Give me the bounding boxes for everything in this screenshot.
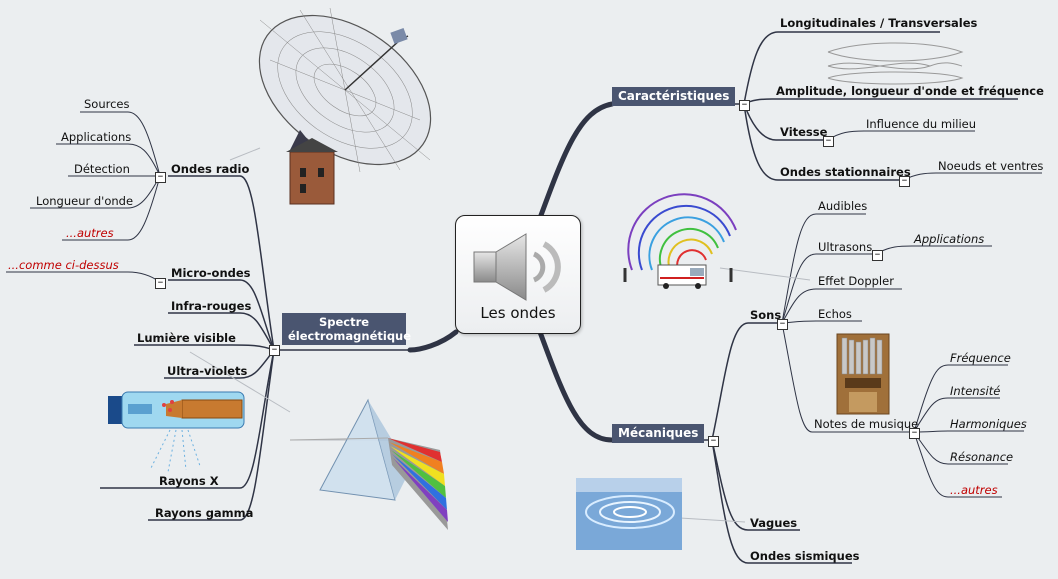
- collapse-toggle[interactable]: −: [155, 278, 166, 289]
- collapse-toggle[interactable]: −: [823, 136, 834, 147]
- branch-mecaniques[interactable]: Mécaniques: [612, 424, 705, 443]
- node-detection[interactable]: Détection: [74, 162, 130, 176]
- line-longitudinales: [743, 31, 940, 105]
- node-autres-notes[interactable]: ...autres: [950, 483, 998, 497]
- node-resonance[interactable]: Résonance: [950, 450, 1014, 464]
- collapse-toggle[interactable]: −: [155, 172, 166, 183]
- organ-image: [836, 333, 890, 415]
- node-sons[interactable]: Sons: [750, 308, 782, 322]
- line-applications-radio: [56, 143, 161, 177]
- node-comme[interactable]: ...comme ci-dessus: [8, 258, 119, 272]
- center-node[interactable]: Les ondes: [455, 215, 581, 334]
- line-infra-rouges: [168, 312, 275, 351]
- line-lumiere: [134, 344, 275, 351]
- branch-spectre[interactable]: Spectre électromagnétique: [282, 313, 411, 345]
- line-sons: [711, 322, 782, 441]
- collapse-toggle[interactable]: −: [708, 436, 719, 447]
- line-notes: [781, 322, 914, 433]
- branch-caracteristiques[interactable]: Caractéristiques: [612, 87, 736, 106]
- node-applications-ultrasons[interactable]: Applications: [914, 232, 985, 246]
- line-echos: [781, 320, 862, 324]
- node-rayons-gamma[interactable]: Rayons gamma: [155, 506, 254, 520]
- line-sources: [80, 111, 161, 177]
- xray-tube-image: [108, 391, 245, 473]
- line-rayons-x: [100, 349, 275, 489]
- collapse-toggle[interactable]: −: [899, 176, 910, 187]
- line-stationnaires: [743, 103, 904, 181]
- line-harmoniques: [913, 430, 1024, 433]
- branch-line-caracteristiques: [537, 101, 615, 221]
- line-intensite: [913, 397, 1000, 433]
- node-noeuds[interactable]: Noeuds et ventres: [938, 159, 1044, 173]
- node-echos[interactable]: Echos: [818, 307, 852, 321]
- branch-line-mecaniques: [537, 329, 615, 443]
- collapse-toggle[interactable]: −: [872, 250, 883, 261]
- line-doppler: [781, 288, 902, 324]
- node-infra-rouges[interactable]: Infra-rouges: [171, 299, 252, 313]
- node-ultrasons[interactable]: Ultrasons: [818, 240, 873, 254]
- node-vagues[interactable]: Vagues: [750, 516, 798, 530]
- node-notes[interactable]: Notes de musique: [814, 417, 919, 431]
- center-title: Les ondes: [480, 304, 556, 322]
- node-micro-ondes[interactable]: Micro-ondes: [171, 266, 251, 280]
- node-rayons-x[interactable]: Rayons X: [159, 474, 219, 488]
- line-comme: [6, 271, 161, 283]
- branch-line-spectre: [407, 329, 459, 353]
- speaker-icon: [473, 233, 561, 301]
- line-applications: [875, 245, 992, 255]
- line-influence: [827, 130, 975, 141]
- collapse-toggle[interactable]: −: [777, 319, 788, 330]
- line-autres-notes: [913, 431, 1002, 498]
- line-micro-ondes: [168, 279, 275, 351]
- node-vitesse[interactable]: Vitesse: [780, 125, 828, 139]
- node-influence[interactable]: Influence du milieu: [866, 117, 977, 131]
- line-audibles: [781, 213, 866, 324]
- prism-image: [289, 398, 448, 530]
- node-sources[interactable]: Sources: [84, 97, 130, 111]
- node-longitudinales[interactable]: Longitudinales / Transversales: [780, 16, 978, 30]
- line-ultrasons: [781, 253, 876, 324]
- line-frequence: [913, 364, 1008, 433]
- node-stationnaires[interactable]: Ondes stationnaires: [780, 165, 911, 179]
- line-autres-radio: [62, 175, 161, 241]
- node-autres-radio[interactable]: ...autres: [66, 226, 114, 240]
- node-ultra-violets[interactable]: Ultra-violets: [167, 364, 248, 378]
- node-longueur[interactable]: Longueur d'onde: [36, 194, 134, 208]
- node-ondes-radio[interactable]: Ondes radio: [171, 162, 250, 176]
- collapse-toggle[interactable]: −: [909, 428, 920, 439]
- line-noeuds: [903, 172, 1042, 181]
- wave-image: [827, 42, 964, 85]
- line-sismiques: [711, 439, 852, 564]
- node-harmoniques[interactable]: Harmoniques: [950, 417, 1027, 431]
- node-applications-radio[interactable]: Applications: [61, 130, 132, 144]
- line-vagues: [711, 439, 800, 531]
- ripple-image: [576, 478, 682, 550]
- node-intensite[interactable]: Intensité: [950, 384, 1001, 398]
- node-doppler[interactable]: Effet Doppler: [818, 274, 894, 288]
- radio-telescope-image: [258, 7, 432, 205]
- line-ondes-radio: [168, 175, 275, 351]
- node-lumiere[interactable]: Lumière visible: [137, 331, 236, 345]
- line-amplitude: [743, 98, 1018, 105]
- node-frequence[interactable]: Fréquence: [950, 351, 1011, 365]
- collapse-toggle[interactable]: −: [269, 345, 280, 356]
- line-rayons-gamma: [148, 349, 275, 521]
- node-amplitude[interactable]: Amplitude, longueur d'onde et fréquence: [776, 84, 1044, 98]
- collapse-toggle[interactable]: −: [739, 100, 750, 111]
- node-sismiques[interactable]: Ondes sismiques: [750, 549, 860, 563]
- node-audibles[interactable]: Audibles: [818, 199, 868, 213]
- doppler-image: [623, 193, 737, 289]
